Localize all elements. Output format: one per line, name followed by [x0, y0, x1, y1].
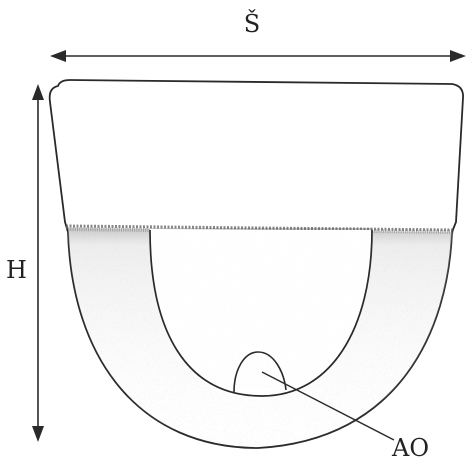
- opening-leader-line: [261, 371, 395, 441]
- height-dimension-arrow: [32, 84, 44, 442]
- vessel-interior-stipple: [150, 232, 372, 394]
- opening-bump-stipple: [236, 354, 284, 390]
- rim-junction-line: [65, 224, 455, 234]
- opening-label: AO: [391, 434, 429, 462]
- width-dimension-arrow: [50, 50, 466, 62]
- vessel-wall-stipple: [68, 228, 452, 448]
- height-label: H: [6, 256, 27, 284]
- width-label: Š: [244, 9, 260, 38]
